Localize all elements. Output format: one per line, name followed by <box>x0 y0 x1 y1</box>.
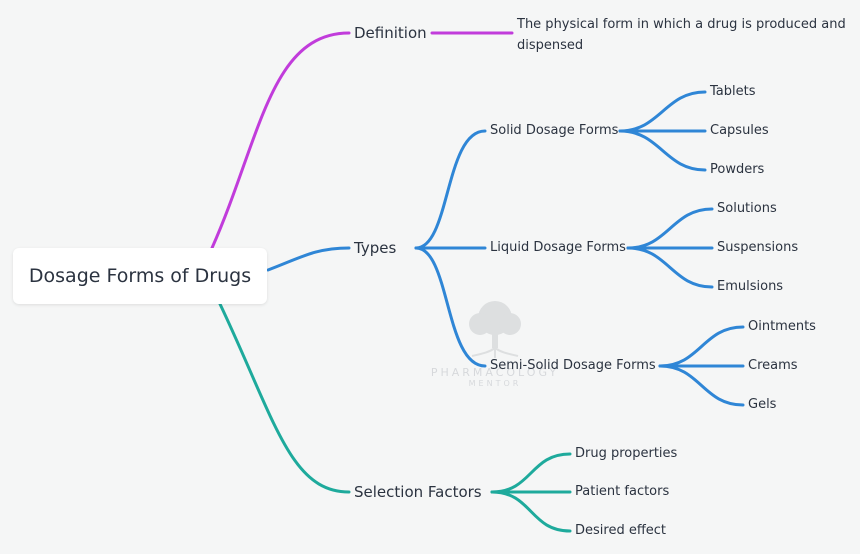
link-definition <box>210 31 351 250</box>
leaf-patient-factors[interactable]: Patient factors <box>575 484 670 499</box>
node-semi-solid-dosage-forms[interactable]: Semi-Solid Dosage Forms <box>490 358 656 373</box>
link-desired-effect <box>490 490 572 533</box>
leaf-emulsions[interactable]: Emulsions <box>717 279 784 294</box>
node-solid-dosage-forms[interactable]: Solid Dosage Forms <box>490 123 619 138</box>
node-types[interactable]: Types <box>354 239 397 257</box>
leaf-suspensions[interactable]: Suspensions <box>717 240 799 255</box>
link-solutions <box>626 207 714 250</box>
leaf-gels[interactable]: Gels <box>748 397 777 412</box>
link-solid <box>414 129 487 250</box>
leaf-desired-effect[interactable]: Desired effect <box>575 523 667 538</box>
link-semisolid <box>414 246 487 368</box>
leaf-capsules[interactable]: Capsules <box>710 123 769 138</box>
link-drug-properties <box>490 452 572 494</box>
link-ointments <box>658 325 745 368</box>
leaf-drug-properties[interactable]: Drug properties <box>575 446 678 461</box>
leaf-solutions[interactable]: Solutions <box>717 201 777 216</box>
node-selection-factors[interactable]: Selection Factors <box>354 483 482 501</box>
leaf-ointments[interactable]: Ointments <box>748 319 816 334</box>
leaf-creams[interactable]: Creams <box>748 358 798 373</box>
link-selection <box>218 302 351 494</box>
node-definition[interactable]: Definition <box>354 24 427 42</box>
link-emulsions <box>626 246 714 289</box>
link-gels <box>658 364 745 407</box>
link-tablets <box>618 90 707 133</box>
definition-text: The physical form in which a drug is pro… <box>517 17 846 53</box>
leaf-powders[interactable]: Powders <box>710 162 765 177</box>
leaf-tablets[interactable]: Tablets <box>710 84 756 99</box>
link-types <box>266 246 351 272</box>
root-node[interactable]: Dosage Forms of Drugs <box>13 248 267 304</box>
link-powders <box>618 129 707 172</box>
node-liquid-dosage-forms[interactable]: Liquid Dosage Forms <box>490 240 626 255</box>
